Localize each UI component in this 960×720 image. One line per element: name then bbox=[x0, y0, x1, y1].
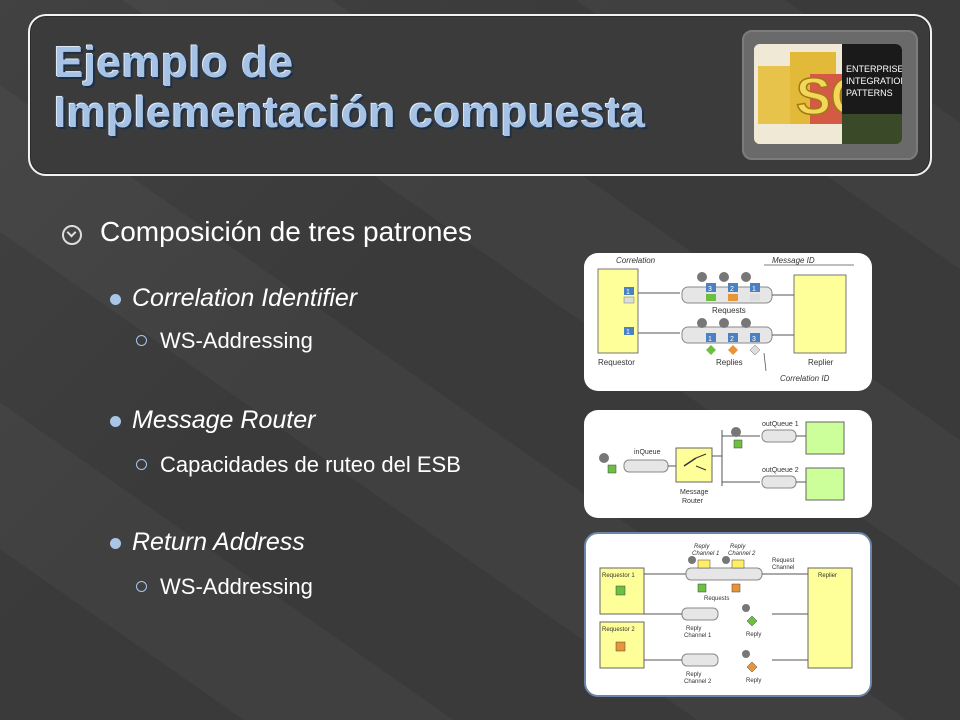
check-circle-icon bbox=[62, 225, 82, 245]
svg-text:1: 1 bbox=[626, 289, 630, 296]
bullet-label: Return Address bbox=[132, 528, 305, 556]
label-in-queue: inQueue bbox=[634, 449, 661, 456]
label-correlation: Correlation bbox=[616, 256, 656, 265]
slide-title: Ejemplo de Implementación compuesta bbox=[54, 38, 645, 138]
replier-box bbox=[793, 274, 847, 354]
svg-text:1: 1 bbox=[752, 286, 756, 293]
label-reply-2: Reply bbox=[746, 678, 761, 684]
logo-image: SO ENTERPRISE INTEGRATION PATTERNS bbox=[754, 44, 902, 144]
label-out-queue-1: outQueue 1 bbox=[762, 421, 799, 428]
bullet-dot-icon bbox=[110, 538, 121, 549]
label-reply-channel-2b: Channel 2 bbox=[684, 679, 712, 685]
label-router-2: Router bbox=[682, 498, 704, 505]
logo-book-line-1: ENTERPRISE bbox=[846, 64, 902, 74]
svg-text:2: 2 bbox=[730, 336, 734, 343]
reply-channel-1 bbox=[681, 607, 719, 621]
label-message-id: Message ID bbox=[772, 256, 815, 265]
title-line-1: Ejemplo de bbox=[54, 38, 294, 87]
consumer-2-box bbox=[805, 467, 845, 501]
label-reply-ch1-1: Reply bbox=[694, 544, 710, 550]
requests-channel bbox=[685, 567, 763, 581]
sub-bullet-ws-addressing-1: WS-Addressing bbox=[136, 328, 313, 354]
consumer-1-box bbox=[805, 421, 845, 455]
label-reply-ch2-2: Channel 2 bbox=[728, 551, 756, 557]
message-icon bbox=[624, 287, 634, 295]
reply-channel-2 bbox=[681, 653, 719, 667]
message-icon bbox=[624, 327, 634, 335]
label-correlation-id: Correlation ID bbox=[780, 374, 830, 383]
sub-bullet-label: WS-Addressing bbox=[160, 328, 313, 353]
bullet-dot-icon bbox=[110, 416, 121, 427]
sub-bullet-ws-addressing-2: WS-Addressing bbox=[136, 574, 313, 600]
logo-book-line-2: INTEGRATION bbox=[846, 76, 902, 86]
label-requests: Requests bbox=[712, 306, 746, 315]
sub-bullet-routing: Capacidades de ruteo del ESB bbox=[136, 452, 461, 478]
bullet-message-router: Message Router bbox=[110, 406, 316, 435]
bullet-ring-icon bbox=[136, 459, 147, 470]
out-queue-2-channel bbox=[761, 475, 797, 489]
label-reply-channel-1b: Channel 1 bbox=[684, 633, 712, 639]
label-reply-ch2-1: Reply bbox=[730, 544, 746, 550]
label-request-2: Channel bbox=[772, 565, 794, 571]
label-requests: Requests bbox=[704, 596, 729, 602]
sub-bullet-label: WS-Addressing bbox=[160, 574, 313, 599]
bullet-ring-icon bbox=[136, 581, 147, 592]
logo-frame: SO ENTERPRISE INTEGRATION PATTERNS bbox=[742, 30, 918, 160]
router-box bbox=[675, 447, 713, 483]
bullet-return-address: Return Address bbox=[110, 528, 305, 557]
replier-box bbox=[807, 567, 853, 669]
in-queue-channel bbox=[623, 459, 669, 473]
svg-text:3: 3 bbox=[708, 286, 712, 293]
bullet-label: Correlation Identifier bbox=[132, 284, 358, 312]
svg-text:2: 2 bbox=[730, 286, 734, 293]
svg-text:1: 1 bbox=[626, 329, 630, 336]
label-reply-1: Reply bbox=[746, 632, 761, 638]
label-replies: Replies bbox=[716, 358, 743, 367]
logo-book-line-3: PATTERNS bbox=[846, 88, 893, 98]
correlation-identifier-diagram: Correlation Message ID Requestor Replier… bbox=[584, 253, 872, 391]
svg-text:1: 1 bbox=[708, 336, 712, 343]
label-requestor: Requestor bbox=[598, 358, 635, 367]
out-queue-1-channel bbox=[761, 429, 797, 443]
sub-bullet-label: Capacidades de ruteo del ESB bbox=[160, 452, 461, 477]
bullet-label: Message Router bbox=[132, 406, 316, 434]
bullet-correlation-identifier: Correlation Identifier bbox=[110, 284, 358, 313]
title-line-2: Implementación compuesta bbox=[54, 88, 646, 137]
label-reply-ch1-2: Channel 1 bbox=[692, 551, 719, 557]
label-reply-channel-2a: Reply bbox=[686, 672, 701, 678]
requestor-box bbox=[597, 268, 639, 354]
bullet-main-text: Composición de tres patrones bbox=[100, 216, 472, 247]
bullet-ring-icon bbox=[136, 335, 147, 346]
label-requestor-2: Requestor 2 bbox=[602, 627, 635, 633]
label-request-1: Request bbox=[772, 558, 795, 564]
label-out-queue-2: outQueue 2 bbox=[762, 467, 799, 474]
label-router-1: Message bbox=[680, 489, 709, 496]
label-replier: Replier bbox=[818, 573, 837, 579]
message-router-diagram: inQueue Message Router outQueue 1 outQue… bbox=[584, 410, 872, 518]
label-reply-channel-1a: Reply bbox=[686, 626, 701, 632]
return-address-diagram: Reply Channel 1 Reply Channel 2 Requesto… bbox=[584, 532, 872, 697]
svg-text:3: 3 bbox=[752, 336, 756, 343]
label-requestor-1: Requestor 1 bbox=[602, 573, 635, 579]
bullet-dot-icon bbox=[110, 294, 121, 305]
label-replier: Replier bbox=[808, 358, 834, 367]
